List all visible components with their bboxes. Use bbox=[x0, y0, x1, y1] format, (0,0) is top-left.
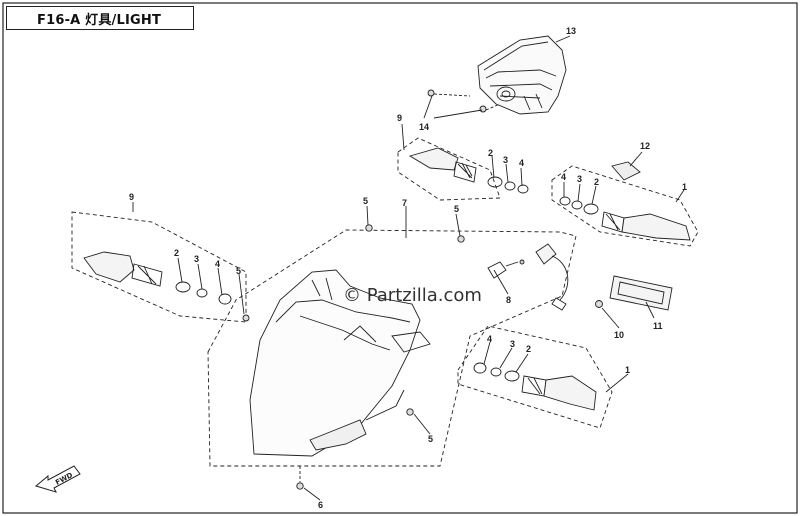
callout-7: 7 bbox=[402, 198, 407, 208]
callout-2-front-right: 2 bbox=[526, 344, 531, 354]
reflector-assembly bbox=[595, 275, 673, 311]
tail-light-assembly bbox=[427, 35, 567, 115]
callout-12: 12 bbox=[640, 141, 650, 151]
front-left-turn-signal-group bbox=[71, 211, 250, 323]
leader-lines bbox=[132, 35, 685, 501]
callout-8: 8 bbox=[506, 295, 511, 305]
callout-3-rear-left: 3 bbox=[503, 155, 508, 165]
callout-9-rear: 9 bbox=[397, 113, 402, 123]
rear-left-turn-signal-group bbox=[397, 137, 529, 201]
front-right-turn-signal-group bbox=[457, 325, 613, 429]
callout-9-front: 9 bbox=[129, 192, 134, 202]
callout-4-rear-left: 4 bbox=[519, 158, 524, 168]
fwd-label: FWD bbox=[54, 471, 74, 487]
bulb-socket-assembly bbox=[487, 243, 569, 311]
callout-4-front-left: 4 bbox=[215, 259, 220, 269]
callout-2-rear-right: 2 bbox=[594, 177, 599, 187]
diagram-title: F16-A 灯具/LIGHT bbox=[6, 6, 194, 30]
callout-1-rear: 1 bbox=[682, 182, 687, 192]
callout-6: 6 bbox=[318, 500, 323, 510]
callout-14: 14 bbox=[419, 122, 429, 132]
callout-11: 11 bbox=[653, 321, 663, 331]
callout-5-mid: 5 bbox=[454, 204, 459, 214]
callout-2-front-left: 2 bbox=[174, 248, 179, 258]
callout-5-left: 5 bbox=[236, 266, 241, 276]
callout-10: 10 bbox=[614, 330, 624, 340]
headlight-assembly bbox=[207, 224, 577, 490]
callout-3-front-right: 3 bbox=[510, 339, 515, 349]
watermark-text: © Partzilla.com bbox=[343, 285, 482, 306]
callout-3-front-left: 3 bbox=[194, 254, 199, 264]
callout-3-rear-right: 3 bbox=[577, 174, 582, 184]
callout-13: 13 bbox=[566, 26, 576, 36]
callout-5-lower: 5 bbox=[428, 434, 433, 444]
fwd-direction-arrow-icon bbox=[34, 465, 81, 493]
callout-4-front-right: 4 bbox=[487, 334, 492, 344]
callout-1-front: 1 bbox=[625, 365, 630, 375]
callout-5-upper: 5 bbox=[363, 196, 368, 206]
rear-right-turn-signal-group bbox=[551, 161, 699, 247]
callout-4-rear-right: 4 bbox=[561, 172, 566, 182]
callout-2-rear-left: 2 bbox=[488, 148, 493, 158]
